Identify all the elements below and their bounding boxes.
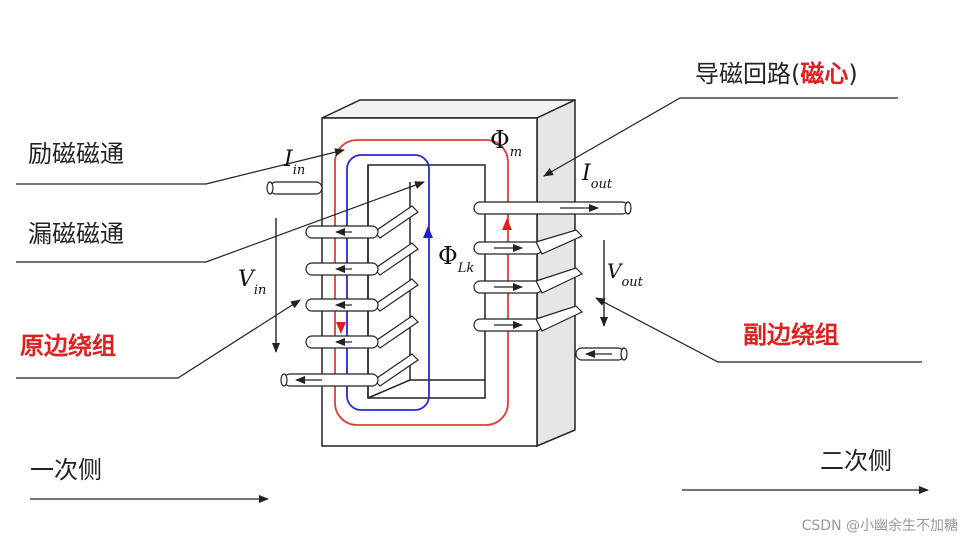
primary-winding-label: 原边绕组	[20, 332, 116, 360]
secondary-winding	[473, 201, 632, 361]
current-in-symbol: Iin	[283, 147, 305, 178]
primary-coil-turn	[305, 315, 419, 349]
leader-secondary-winding	[595, 297, 922, 363]
current-out-symbol: Iout	[581, 161, 613, 192]
excitation-flux-label: 励磁磁通	[28, 140, 124, 168]
magnetic-path-label: 导磁回路(磁心)	[695, 60, 858, 88]
leader-excitation-flux	[16, 148, 345, 185]
flux-leak-symbol: ΦLk	[438, 242, 474, 276]
core-window-depth	[367, 165, 485, 399]
voltage-in-symbol: Vin	[238, 267, 266, 298]
leader-primary-winding	[16, 299, 301, 379]
secondary-side-label: 二次侧	[820, 447, 892, 475]
secondary-coil-turn	[473, 267, 584, 294]
watermark: CSDN @小幽余生不加糖	[802, 517, 958, 534]
secondary-winding-label: 副边绕组	[743, 321, 839, 349]
voltage-out-symbol: Vout	[607, 259, 644, 290]
primary-winding	[266, 181, 419, 387]
leader-lines	[16, 97, 929, 503]
primary-coil-turn	[305, 205, 419, 239]
secondary-coil-turn	[473, 305, 584, 332]
leakage-flux-arrow-up	[423, 226, 433, 238]
secondary-coil-turn	[473, 229, 584, 255]
primary-coil-turn	[305, 278, 419, 312]
magnetic-path-prefix: 导磁回路(	[695, 60, 800, 88]
primary-coil-turn	[305, 242, 419, 276]
main-flux-arrow-up	[502, 218, 512, 230]
leakage-flux-loop	[346, 154, 433, 411]
secondary-return-lead	[575, 347, 628, 361]
leakage-flux-label: 漏磁磁通	[28, 220, 124, 248]
leader-leakage-flux	[16, 181, 425, 263]
leader-magnetic-path	[543, 97, 898, 177]
primary-side-label: 一次侧	[30, 456, 102, 484]
magnetic-path-suffix: )	[848, 60, 857, 88]
secondary-output-lead	[473, 201, 632, 215]
magnetic-path-core-word: 磁心	[800, 60, 848, 88]
main-flux-arrow-down	[336, 322, 346, 334]
core-top-face	[321, 99, 576, 119]
flux-main-symbol: Φm	[490, 126, 522, 160]
primary-input-lead	[266, 181, 323, 195]
primary-coil-turn	[280, 353, 419, 387]
